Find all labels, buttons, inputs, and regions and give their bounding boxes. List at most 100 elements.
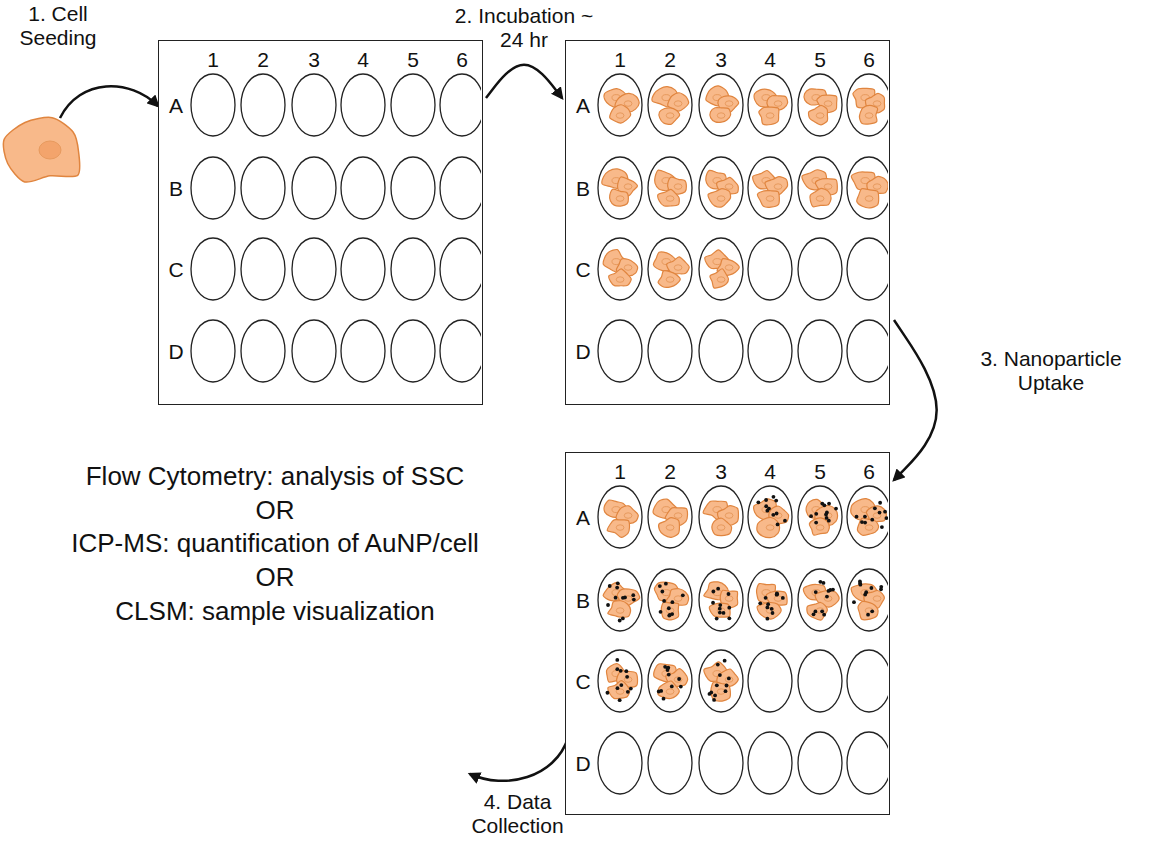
- well-outline: [598, 486, 642, 548]
- row-letter: D: [575, 753, 590, 774]
- cell-shape: [757, 517, 780, 537]
- well-outline: [748, 732, 792, 794]
- cell-nucleus: [766, 525, 774, 531]
- nanoparticle-dot: [664, 582, 668, 586]
- nanoparticle-dot: [715, 617, 719, 621]
- well-outline: [847, 157, 888, 219]
- well-outline: [798, 732, 842, 794]
- cell-nucleus: [717, 277, 725, 283]
- well-outline: [292, 320, 336, 382]
- nanoparticle-dot: [723, 659, 727, 663]
- well: [798, 238, 842, 300]
- cell-nucleus: [725, 513, 733, 519]
- nanoparticle-dot: [820, 609, 824, 613]
- nanoparticle-dot: [820, 502, 824, 506]
- nanoparticle-dot: [827, 519, 831, 523]
- nanoparticle-dot: [758, 601, 762, 605]
- cell-shape: [610, 105, 631, 123]
- nanoparticle-dot: [681, 593, 685, 597]
- row-letter: B: [576, 590, 590, 611]
- nanoparticle-dot: [765, 606, 769, 610]
- column-number: 6: [863, 461, 875, 482]
- well: [847, 238, 888, 300]
- well-outline: [648, 486, 692, 548]
- cell-nucleus: [666, 525, 674, 531]
- cell-nucleus: [865, 196, 873, 202]
- cell-nucleus: [713, 671, 721, 677]
- cell-nucleus: [624, 513, 632, 519]
- cell-nucleus: [717, 196, 725, 202]
- well: [292, 74, 336, 136]
- nanoparticle-dot: [671, 600, 675, 604]
- well-outline: [748, 320, 792, 382]
- nanoparticle-dot: [825, 595, 829, 599]
- well-outline: [798, 320, 842, 382]
- nanoparticle-dot: [878, 501, 882, 505]
- well: [748, 238, 792, 300]
- nanoparticle-dot: [827, 589, 831, 593]
- well-outline: [699, 74, 743, 136]
- well: [699, 74, 743, 136]
- nanoparticle-dot: [772, 495, 776, 499]
- column-number: 3: [715, 461, 727, 482]
- cell-nucleus: [666, 689, 674, 695]
- well: [798, 74, 842, 136]
- well: [748, 320, 792, 382]
- nanoparticle-dot: [870, 518, 874, 522]
- cell-shape: [608, 681, 630, 699]
- well-outline: [798, 238, 842, 300]
- well-outline: [391, 320, 435, 382]
- nanoparticle-dot: [629, 687, 633, 691]
- well-outline: [241, 238, 285, 300]
- well: [699, 486, 743, 548]
- cell-nucleus: [725, 677, 733, 683]
- cell-shape: [810, 188, 831, 207]
- collection-arrow: [470, 738, 568, 781]
- process-arrow: [894, 320, 937, 480]
- nanoparticle-dot: [783, 519, 787, 523]
- well-outline: [847, 650, 888, 712]
- well-outline: [847, 486, 888, 548]
- nanoparticle-dot: [670, 685, 674, 689]
- cell-shape: [857, 518, 878, 535]
- cell-shape: [658, 681, 680, 699]
- nanoparticle-dot: [662, 599, 666, 603]
- well: [341, 74, 385, 136]
- column-number: 3: [715, 49, 727, 70]
- cell-shape: [610, 189, 629, 206]
- nanoparticle-dot: [814, 610, 818, 614]
- cell-nucleus: [674, 596, 682, 602]
- nanoparticle-dot: [618, 698, 622, 702]
- cell-nucleus: [816, 113, 824, 119]
- cell-shape: [859, 105, 877, 124]
- cell-shape: [607, 520, 629, 538]
- cell-nucleus: [816, 196, 824, 202]
- well-outline: [648, 320, 692, 382]
- well: [440, 74, 481, 136]
- column-number: 4: [764, 49, 776, 70]
- cell-shape: [661, 602, 679, 620]
- well: [598, 486, 642, 548]
- well: [699, 569, 743, 631]
- well-outline: [598, 320, 642, 382]
- nanoparticle-dot: [677, 677, 681, 681]
- well-outline: [699, 650, 743, 712]
- nanoparticle-dot: [852, 600, 856, 604]
- method-text: ICP-MS: quantification of AuNP/cell: [2, 529, 548, 559]
- column-number: 5: [814, 461, 826, 482]
- nanoparticle-dot: [711, 601, 715, 605]
- nanoparticle-dot: [866, 613, 870, 617]
- cell-nucleus: [865, 113, 873, 119]
- well-outline: [748, 486, 792, 548]
- nanoparticle-dot: [625, 675, 629, 679]
- well: [699, 157, 743, 219]
- well: [598, 74, 642, 136]
- column-number: 5: [814, 49, 826, 70]
- nanoparticle-dot: [727, 592, 731, 596]
- well-grid: [566, 41, 888, 403]
- nanoparticle-dot: [827, 502, 831, 506]
- well: [440, 238, 481, 300]
- nanoparticle-dot: [660, 590, 664, 594]
- well: [648, 486, 692, 548]
- nanoparticle-dot: [709, 691, 713, 695]
